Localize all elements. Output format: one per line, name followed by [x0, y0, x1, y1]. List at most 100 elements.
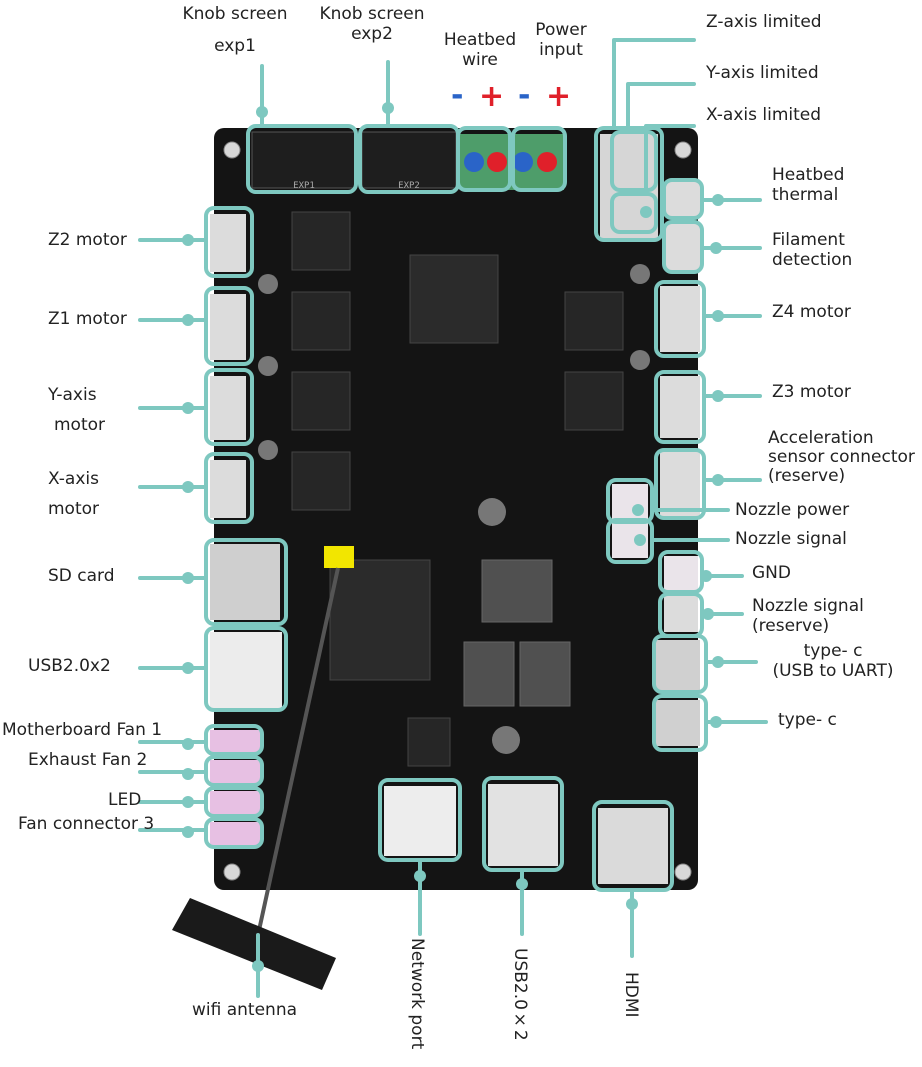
x-motor-connector [210, 460, 246, 518]
label-network-port: Network port [407, 938, 427, 1050]
mount-hole [223, 141, 241, 159]
label-knob-exp1-l2: exp1 [214, 36, 256, 56]
callout-dot [182, 826, 194, 838]
gnd-connector [664, 556, 698, 590]
callout-dot [382, 102, 394, 114]
callout-frame [204, 286, 254, 366]
capacitor [630, 264, 650, 284]
memory-chip [481, 559, 553, 623]
label-power-input-l2: input [539, 40, 583, 60]
label-heatbed-thermal: Heatbed thermal [772, 165, 844, 205]
label-knob-exp2-l1: Knob screen [319, 4, 425, 24]
callout-dot [632, 504, 644, 516]
label-power-input: Power input [522, 20, 600, 60]
callout-dot [702, 608, 714, 620]
label-typec: type- c [778, 710, 837, 730]
callout-dot [182, 738, 194, 750]
label-typec-uart-l1: type- c [803, 641, 863, 661]
mcu-chip [409, 254, 499, 344]
fan-connector [210, 730, 260, 754]
memory-chip [519, 641, 571, 707]
power-plus-dot [537, 152, 557, 172]
callout-dot [414, 870, 426, 882]
nozzle-signal-reserve-connector [664, 596, 698, 632]
mount-hole [674, 141, 692, 159]
label-heatbed-wire-l2: wire [462, 50, 498, 70]
label-nozzle-signal-reserve-l1: Nozzle signal [752, 596, 864, 616]
callout-dot [182, 234, 194, 246]
capacitor [630, 350, 650, 370]
label-z3-motor: Z3 motor [772, 382, 851, 402]
label-filament-detection: Filament detection [772, 230, 852, 270]
exp1-header [251, 131, 357, 189]
typec-uart-port [656, 640, 700, 690]
exp2-silkscreen: EXP2 [398, 181, 420, 191]
label-heatbed-wire: Heatbed wire [432, 30, 528, 70]
callout-frame [246, 124, 358, 194]
label-exhaust-fan2: Exhaust Fan 2 [28, 750, 148, 770]
capacitor [258, 440, 278, 460]
network-port-body [384, 786, 456, 856]
label-x-limited: X-axis limited [706, 105, 822, 125]
mount-hole [223, 863, 241, 881]
z2-motor-connector [210, 214, 246, 272]
usb-bottom-port [488, 784, 558, 866]
label-filament-detection-l2: detection [772, 250, 853, 270]
capacitor [258, 274, 278, 294]
callout-frame [610, 192, 658, 234]
callout-leader [612, 38, 696, 130]
callout-dot [634, 534, 646, 546]
label-nozzle-signal-reserve: Nozzle signal (reserve) [752, 596, 864, 636]
y-motor-connector [210, 376, 246, 440]
callout-frame [204, 817, 264, 849]
callout-dot [640, 206, 652, 218]
exp2-header [361, 131, 457, 189]
callout-dot [712, 310, 724, 322]
callout-leader [626, 82, 696, 134]
callout-dot [256, 106, 268, 118]
fan-connector [210, 791, 260, 815]
label-z4-motor: Z4 motor [772, 302, 851, 322]
callout-dot [516, 878, 528, 890]
driver-chip [291, 451, 351, 511]
antenna-pad [172, 898, 336, 990]
typec-port [656, 700, 700, 746]
antenna-cable [256, 567, 340, 936]
hdmi-port [598, 808, 668, 884]
ic-chip [407, 717, 451, 767]
label-fan3: Fan connector 3 [18, 814, 155, 834]
fan-connector [210, 822, 260, 846]
driver-chip [564, 291, 624, 351]
label-power-input-l1: Power [535, 20, 587, 40]
fan-connector [210, 760, 260, 784]
antenna-tip [324, 546, 354, 568]
label-nozzle-power: Nozzle power [735, 500, 850, 520]
label-heatbed-thermal-l2: thermal [772, 185, 839, 205]
callout-frame [654, 448, 706, 520]
label-nozzle-signal: Nozzle signal [735, 529, 847, 549]
label-knob-exp1-l1: Knob screen [182, 4, 288, 24]
label-x-motor-l1: X-axis [48, 469, 99, 489]
label-y-motor-l1: Y-axis [48, 385, 97, 405]
label-z-limited: Z-axis limited [706, 12, 822, 32]
label-y-motor-l2: motor [54, 415, 106, 435]
label-filament-detection-l1: Filament [772, 230, 845, 250]
callout-frame [610, 130, 658, 192]
label-typec-uart: type- c (USB to UART) [760, 641, 906, 681]
driver-chip [291, 211, 351, 271]
callout-dot [182, 796, 194, 808]
label-nozzle-signal-reserve-l2: (reserve) [752, 616, 830, 636]
callout-dot [710, 242, 722, 254]
callout-dot [712, 194, 724, 206]
callout-frame [511, 126, 567, 192]
label-z1-motor: Z1 motor [48, 309, 127, 329]
callout-dot [712, 474, 724, 486]
callout-dot [712, 390, 724, 402]
mount-hole [674, 863, 692, 881]
label-mb-fan1: Motherboard Fan 1 [2, 720, 163, 740]
capacitor [258, 356, 278, 376]
label-y-motor: Y-axis motor [48, 380, 105, 440]
exp1-silkscreen: EXP1 [293, 181, 315, 191]
callout-dot [182, 402, 194, 414]
